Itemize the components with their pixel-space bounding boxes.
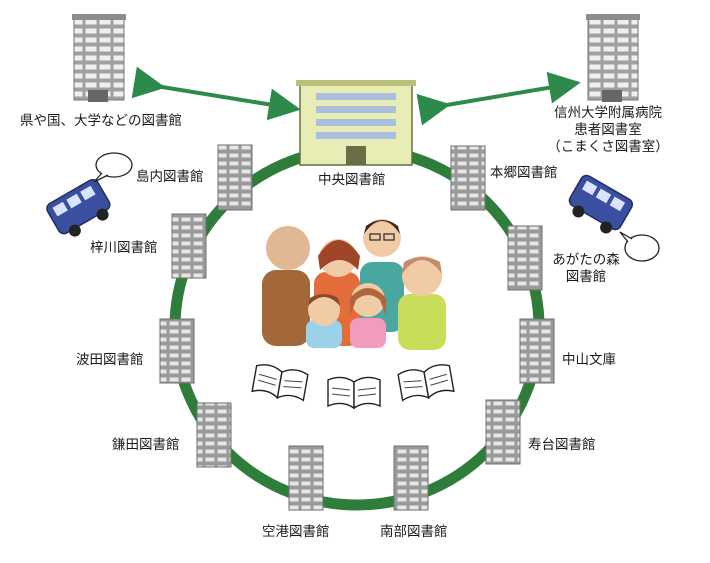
label-agatanomori: あがたの森 図書館 — [546, 252, 626, 286]
label-agatanomori-line1: あがたの森 — [552, 252, 620, 268]
label-shimauchi: 島内図書館 — [136, 169, 204, 185]
building-icon-kuko — [288, 445, 324, 511]
label-nakayama: 中山文庫 — [562, 352, 616, 368]
label-kuko: 空港図書館 — [262, 524, 330, 540]
building-icon-agatanomori — [507, 225, 543, 291]
building-icon-azusagawa — [171, 213, 207, 279]
building-icon-shimauchi — [217, 144, 253, 211]
bus-icon-right — [568, 174, 634, 234]
central-library-building-icon — [296, 80, 416, 166]
label-agatanomori-line2: 図書館 — [565, 269, 607, 285]
family-illustration — [262, 219, 446, 350]
bus-icon-left — [46, 178, 111, 237]
arrow-right — [416, 71, 581, 126]
building-icon-kotobuki — [485, 399, 521, 465]
building-icon-kamata — [196, 402, 232, 468]
label-central-library: 中央図書館 — [318, 172, 386, 188]
label-hongo: 本郷図書館 — [490, 165, 558, 181]
building-icon-hospital — [586, 14, 640, 102]
building-icon-hongo — [450, 145, 486, 211]
building-icon-namiyanagi — [159, 318, 195, 384]
label-prefecture-libraries: 県や国、大学などの図書館 — [20, 113, 182, 129]
label-hospital: 信州大学附属病院 患者図書室 （こまくさ図書室） — [538, 105, 678, 156]
label-hospital-line2: 患者図書室 — [574, 122, 642, 138]
label-namiyanagi: 波田図書館 — [76, 352, 144, 368]
speech-bubble-icon-left — [93, 152, 133, 183]
building-icon-prefecture — [72, 14, 126, 102]
open-book-icon-right — [397, 364, 455, 402]
building-icon-nakayama — [519, 318, 555, 384]
speech-bubble-icon-right — [619, 231, 660, 262]
label-nanbu: 南部図書館 — [380, 524, 448, 540]
label-azusagawa: 梓川図書館 — [90, 240, 158, 256]
open-book-icon-center — [327, 376, 381, 410]
label-kamata: 鎌田図書館 — [112, 437, 180, 453]
label-kotobuki: 寿台図書館 — [528, 437, 596, 453]
open-book-icon-left — [251, 364, 309, 402]
label-hospital-line1: 信州大学附属病院 — [554, 105, 662, 121]
building-icon-nanbu — [393, 445, 429, 511]
arrow-left — [131, 66, 301, 121]
label-hospital-line3: （こまくさ図書室） — [547, 139, 669, 155]
